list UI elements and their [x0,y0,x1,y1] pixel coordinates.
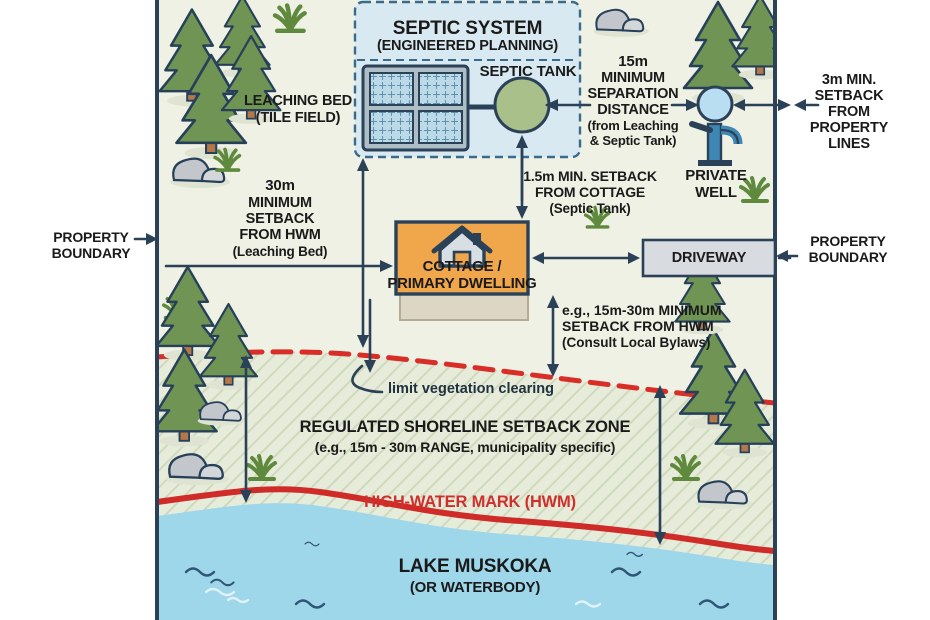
tile-cell [369,110,414,144]
property-boundary-right-label-l2: BOUNDARY [808,249,888,265]
hwm-range-label-l2: SETBACK FROM HWM [562,318,714,334]
property-line-setback-l4: PROPERTY [809,120,889,136]
shoreline-zone-subtitle: (e.g., 15m - 30m RANGE, municipality spe… [314,439,616,455]
separation-distance-value: 15m [618,53,648,70]
tank-cottage-setback-l1: 1.5m MIN. SETBACK [523,168,657,184]
hwm-setback-l4: FROM HWM [239,227,321,243]
property-boundary-right-label-l1: PROPERTY [810,233,886,249]
private-well-label-l2: WELL [695,184,737,201]
property-line-setback-l3: FROM [828,104,870,120]
wave-icon [574,600,602,608]
tile-cell [418,110,463,144]
hwm-setback-l2: MINIMUM [248,195,312,211]
hwm-setback-l3: SETBACK [245,211,315,227]
high-water-mark-line-dash [772,548,775,555]
lake-label-l2: (OR WATERBODY) [409,579,541,596]
septic-system-title: SEPTIC SYSTEM [392,18,543,39]
septic-tank-shape [493,76,551,134]
tile-cell [418,72,463,106]
cottage-label-l1: COTTAGE / [422,258,502,275]
setback-zone-upper-boundary [157,349,775,406]
separation-distance-l2: MINIMUM [601,70,665,86]
driveway-shape [641,238,777,278]
wave-icon [226,596,250,604]
property-line-setback-l5: LINES [828,136,870,152]
leader-limit-vegetation [351,364,384,394]
wave-icon [204,587,236,597]
house-icon [431,225,493,268]
shoreline-setback-zone-fill [157,351,775,565]
separation-distance-note2: & Septic Tank) [589,133,677,148]
leaching-bed-label-line2: (TILE FIELD) [255,110,341,126]
tile-cell [369,72,414,106]
high-water-mark-line [157,486,775,554]
lake-label-l1: LAKE MUSKOKA [398,556,552,577]
driveway-label: DRIVEWAY [671,250,747,266]
tank-cottage-setback-l3: (Septic Tank) [549,201,631,216]
limit-vegetation-label: limit vegetation clearing [388,381,554,397]
property-boundary-left-label-l1: PROPERTY [53,229,129,245]
shoreline-zone-title: REGULATED SHORELINE SETBACK ZONE [299,418,631,436]
well-pump-icon [689,121,743,166]
cottage-label-l2: PRIMARY DWELLING [387,275,537,292]
septic-system-subtitle: (ENGINEERED PLANNING) [376,38,559,54]
private-well-label-l1: PRIVATE [685,167,747,184]
hwm-range-minimum: MINIMUM [658,302,722,318]
well-head-icon [696,85,734,123]
separation-distance-note1: (from Leaching [587,118,679,133]
separation-distance-l4: DISTANCE [597,102,669,118]
tank-cottage-setback-l2: FROM COTTAGE [534,184,646,200]
lake-water [157,503,775,620]
hwm-range-label-l3: (Consult Local Bylaws) [562,335,711,350]
property-boundary-left-label-l2: BOUNDARY [51,245,131,261]
property-line-setback-l1: 3m MIN. [821,72,877,88]
hwm-setback-note: (Leaching Bed) [232,244,328,259]
hwm-range-label-l1: e.g., 15m-30m MINIMUM [562,302,772,318]
hwm-setback-value: 30m [265,177,295,194]
property-line-setback-l2: SETBACK [814,88,884,104]
separation-distance-l3: SEPARATION [587,86,679,102]
hwm-range-eg: e.g., 15m-30m [562,302,659,318]
septic-tank-label: SEPTIC TANK [479,63,577,80]
high-water-mark-label: HIGH-WATER MARK (HWM) [364,493,576,511]
leaching-bed-label-line1: LEACHING BED [244,93,352,109]
